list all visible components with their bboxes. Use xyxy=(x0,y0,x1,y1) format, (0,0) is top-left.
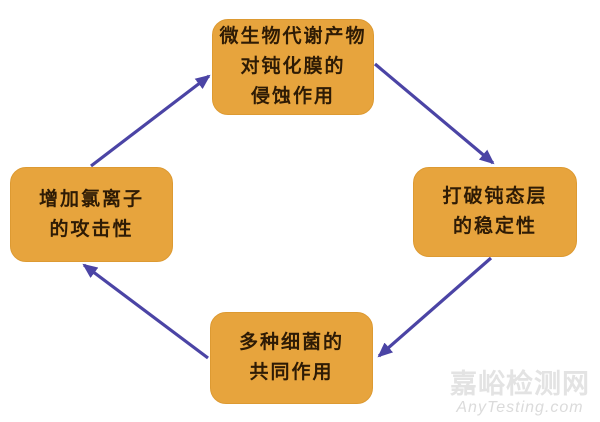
node-break-passive-layer-stability: 打破钝态层 的稳定性 xyxy=(413,167,577,257)
node-line: 多种细菌的 xyxy=(238,332,344,353)
arrow-right-to-bottom xyxy=(377,256,493,358)
watermark-cn-text: 嘉峪检测网 xyxy=(450,369,590,399)
arrow-left-to-top xyxy=(90,74,211,168)
node-line: 共同作用 xyxy=(249,362,334,383)
arrow-top-to-right xyxy=(373,62,495,165)
node-line: 微生物代谢产物 xyxy=(219,26,367,47)
node-line: 对钝化膜的 xyxy=(240,56,346,77)
arrow-bottom-to-left xyxy=(82,263,209,360)
watermark: 嘉峪检测网 AnyTesting.com xyxy=(450,369,590,416)
node-multiple-bacteria-joint-action: 多种细菌的 共同作用 xyxy=(210,312,373,404)
node-microbial-metabolite-corrosion: 微生物代谢产物 对钝化膜的 侵蚀作用 xyxy=(212,19,374,115)
node-line: 侵蚀作用 xyxy=(250,86,335,107)
node-line: 的攻击性 xyxy=(49,218,134,240)
watermark-en-text: AnyTesting.com xyxy=(456,399,584,416)
node-line: 增加氯离子 xyxy=(38,188,144,210)
node-increase-chloride-aggressiveness: 增加氯离子 的攻击性 xyxy=(10,167,173,262)
node-line: 的稳定性 xyxy=(452,216,537,237)
node-line: 打破钝态层 xyxy=(442,186,548,207)
